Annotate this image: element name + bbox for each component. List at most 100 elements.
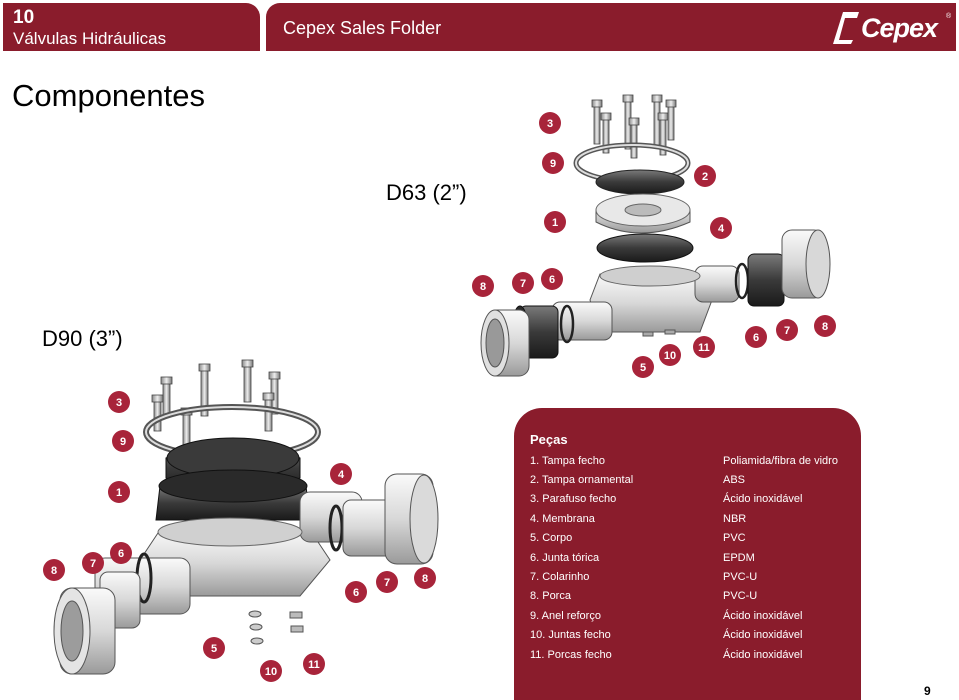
part-material: PVC bbox=[723, 532, 746, 544]
callout-number: 7 bbox=[520, 278, 526, 290]
callout-marker: 1 bbox=[108, 481, 130, 503]
callout-marker: 7 bbox=[82, 552, 104, 574]
part-material: PVC-U bbox=[723, 590, 758, 602]
parts-row: 11. Porcas fecho Ácido inoxidável bbox=[530, 649, 850, 663]
part-name: 6. Junta tórica bbox=[530, 552, 600, 564]
part-name: 7. Colarinho bbox=[530, 571, 590, 583]
callout-marker: 8 bbox=[472, 275, 494, 297]
callout-number: 10 bbox=[265, 666, 277, 678]
part-name: 8. Porca bbox=[530, 590, 571, 602]
callout-number: 4 bbox=[718, 223, 725, 235]
callout-number: 9 bbox=[550, 158, 556, 170]
callout-marker: 10 bbox=[659, 344, 681, 366]
d63-bolts bbox=[591, 94, 677, 159]
callout-number: 6 bbox=[353, 587, 359, 599]
d90-callouts: 3 9 4 1 8 7 6 6 7 8 5 10 11 bbox=[43, 391, 436, 682]
parts-row: 10. Juntas fecho Ácido inoxidável bbox=[530, 629, 850, 643]
callout-marker: 3 bbox=[539, 112, 561, 134]
folder-header: Cepex Sales Folder Cepex ® bbox=[266, 3, 956, 51]
parts-row: 5. Corpo PVC bbox=[530, 532, 850, 546]
d63-valve bbox=[480, 94, 831, 377]
callout-marker: 3 bbox=[108, 391, 130, 413]
callout-marker: 9 bbox=[542, 152, 564, 174]
part-material: Ácido inoxidável bbox=[723, 649, 803, 661]
model-label-d63: D63 (2”) bbox=[386, 180, 467, 205]
page-title: Componentes bbox=[12, 78, 206, 113]
callout-number: 8 bbox=[422, 573, 428, 585]
parts-list-title: Peças bbox=[530, 432, 568, 447]
callout-marker: 4 bbox=[710, 217, 732, 239]
d63-callouts: 3 9 2 1 4 8 7 6 5 10 11 6 7 8 bbox=[472, 112, 836, 378]
callout-marker: 6 bbox=[745, 326, 767, 348]
logo-text: Cepex bbox=[861, 13, 938, 43]
callout-marker: 7 bbox=[376, 571, 398, 593]
callout-number: 6 bbox=[753, 332, 759, 344]
callout-number: 8 bbox=[51, 565, 57, 577]
parts-row: 9. Anel reforço Ácido inoxidável bbox=[530, 610, 850, 624]
part-name: 3. Parafuso fecho bbox=[530, 493, 617, 505]
parts-row: 2. Tampa ornamental ABS bbox=[530, 474, 850, 488]
section-header: 10 Válvulas Hidráulicas bbox=[3, 3, 260, 51]
parts-list-panel: Peças 1. Tampa fecho Poliamida/fibra de v… bbox=[514, 408, 861, 700]
part-material: EPDM bbox=[723, 552, 755, 564]
callout-marker: 7 bbox=[512, 272, 534, 294]
callout-number: 11 bbox=[308, 659, 320, 671]
callout-marker: 9 bbox=[112, 430, 134, 452]
callout-marker: 6 bbox=[541, 268, 563, 290]
callout-number: 8 bbox=[480, 281, 486, 293]
callout-marker: 1 bbox=[544, 211, 566, 233]
callout-number: 7 bbox=[784, 325, 790, 337]
cepex-logo-mark-icon bbox=[833, 12, 859, 44]
callout-marker: 4 bbox=[330, 463, 352, 485]
callout-marker: 2 bbox=[694, 165, 716, 187]
folder-title: Cepex Sales Folder bbox=[283, 18, 442, 38]
callout-number: 11 bbox=[698, 342, 710, 354]
callout-marker: 5 bbox=[632, 356, 654, 378]
part-material: Ácido inoxidável bbox=[723, 610, 803, 622]
callout-marker: 8 bbox=[43, 559, 65, 581]
model-label-d90: D90 (3”) bbox=[42, 326, 123, 351]
callout-number: 4 bbox=[338, 469, 345, 481]
callout-number: 5 bbox=[211, 643, 217, 655]
parts-row: 3. Parafuso fecho Ácido inoxidável bbox=[530, 493, 850, 507]
part-material: NBR bbox=[723, 513, 747, 525]
callout-number: 1 bbox=[552, 217, 558, 229]
cepex-logo: Cepex ® bbox=[829, 10, 951, 48]
callout-marker: 7 bbox=[776, 319, 798, 341]
part-name: 1. Tampa fecho bbox=[530, 455, 606, 467]
parts-row: 4. Membrana NBR bbox=[530, 513, 850, 527]
part-name: 9. Anel reforço bbox=[530, 610, 601, 622]
part-name: 4. Membrana bbox=[530, 513, 595, 525]
callout-marker: 6 bbox=[345, 581, 367, 603]
part-name: 2. Tampa ornamental bbox=[530, 474, 634, 486]
parts-row: 6. Junta tórica EPDM bbox=[530, 552, 850, 566]
callout-number: 1 bbox=[116, 487, 122, 499]
callout-marker: 6 bbox=[110, 542, 132, 564]
part-material: Ácido inoxidável bbox=[723, 629, 803, 641]
callout-number: 7 bbox=[90, 558, 96, 570]
d90-bolts bbox=[151, 359, 281, 447]
part-material: Ácido inoxidável bbox=[723, 493, 803, 505]
callout-marker: 5 bbox=[203, 637, 225, 659]
parts-row: 7. Colarinho PVC-U bbox=[530, 571, 850, 585]
callout-number: 10 bbox=[664, 350, 676, 362]
callout-marker: 8 bbox=[814, 315, 836, 337]
callout-marker: 10 bbox=[260, 660, 282, 682]
callout-number: 3 bbox=[547, 118, 553, 130]
part-name: 10. Juntas fecho bbox=[530, 629, 611, 641]
callout-marker: 11 bbox=[693, 336, 715, 358]
callout-marker: 8 bbox=[414, 567, 436, 589]
parts-row: 1. Tampa fecho Poliamida/fibra de vidro bbox=[530, 455, 850, 469]
callout-number: 3 bbox=[116, 397, 122, 409]
callout-number: 6 bbox=[549, 274, 555, 286]
part-material: PVC-U bbox=[723, 571, 758, 583]
part-name: 11. Porcas fecho bbox=[530, 649, 612, 661]
callout-number: 9 bbox=[120, 436, 126, 448]
callout-number: 6 bbox=[118, 548, 124, 560]
section-number: 10 bbox=[13, 7, 35, 28]
page-number: 9 bbox=[924, 684, 931, 698]
part-name: 5. Corpo bbox=[530, 532, 573, 544]
part-material: ABS bbox=[723, 474, 746, 486]
part-material: Poliamida/fibra de vidro bbox=[723, 455, 838, 467]
logo-registered-mark: ® bbox=[946, 13, 952, 20]
